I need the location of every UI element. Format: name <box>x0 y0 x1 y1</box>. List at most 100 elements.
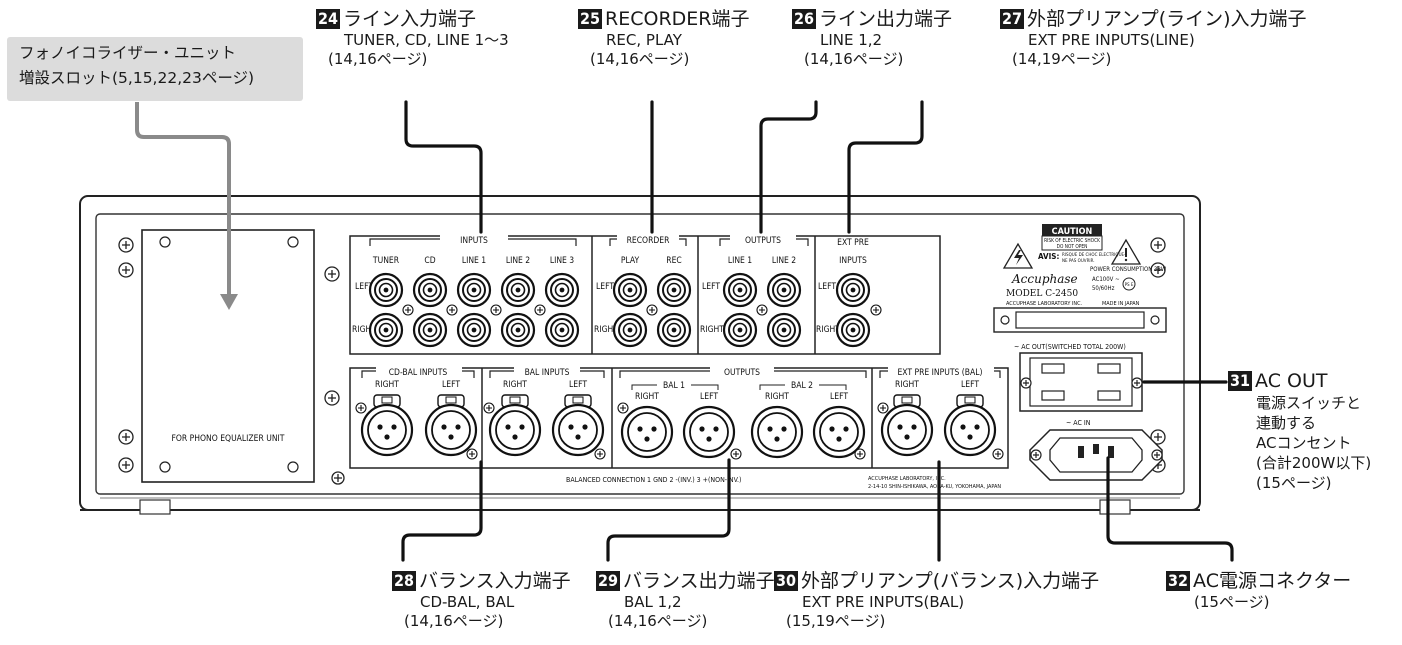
left-label: LEFT <box>702 282 720 292</box>
right-label: RIGHT <box>765 392 789 402</box>
leader-lines <box>401 100 1234 562</box>
callout-pages: (14,16ページ) <box>608 612 708 630</box>
screw-icon <box>854 448 866 460</box>
xlr-connector-icon[interactable] <box>812 405 866 459</box>
left-label: LEFT <box>569 380 587 390</box>
callout-title: バランス出力端子 <box>623 570 775 592</box>
left-label: LEFT <box>700 392 718 402</box>
screw-icon <box>870 304 882 316</box>
col-out2: LINE 2 <box>772 256 796 266</box>
rca-jack-icon[interactable] <box>612 312 648 348</box>
screw-icon <box>992 448 1004 460</box>
xlr-jacks <box>355 394 1004 460</box>
caution-line2: DO NOT OPEN <box>1057 244 1088 250</box>
xlr-connector-icon[interactable] <box>880 394 934 457</box>
rca-jack-icon[interactable] <box>412 272 448 308</box>
rca-jack-icon[interactable] <box>368 312 404 348</box>
callout-pages: (15ページ) <box>1256 474 1332 492</box>
right-label: RIGHT <box>594 325 618 335</box>
rca-jack-icon[interactable] <box>722 272 758 308</box>
screw-icon <box>646 304 658 316</box>
phono-slot-callout: フォノイコライザー・ユニット 増設スロット(5,15,22,23ページ) <box>7 37 303 101</box>
right-label: RIGHT <box>375 380 399 390</box>
callout-title: 外部プリアンプ(バランス)入力端子 <box>801 570 1100 592</box>
screw-icon <box>483 402 495 414</box>
screw-icon <box>402 304 414 316</box>
callout-number: 30 <box>774 571 799 591</box>
xlr-connector-icon[interactable] <box>424 394 478 457</box>
rca-jack-icon[interactable] <box>544 272 580 308</box>
model-label: MODEL C-2450 <box>1006 289 1078 299</box>
rca-jack-icon[interactable] <box>835 272 871 308</box>
rca-jack-icon[interactable] <box>456 272 492 308</box>
lightning-warning-icon <box>1002 242 1034 269</box>
xlr-connector-icon[interactable] <box>488 394 542 457</box>
screw-icon <box>324 390 340 406</box>
col-play: PLAY <box>621 256 640 266</box>
left-label: LEFT <box>596 282 614 292</box>
xlr-connector-icon[interactable] <box>943 394 997 457</box>
screw-icon <box>534 304 546 316</box>
arrow-down-icon <box>220 294 238 310</box>
rca-jack-icon[interactable] <box>544 312 580 348</box>
exclamation-warning-icon <box>1110 238 1142 265</box>
callout-title: ライン入力端子 <box>343 8 477 30</box>
rca-jack-icon[interactable] <box>766 272 802 308</box>
rca-jack-icon[interactable] <box>766 312 802 348</box>
screw-icon <box>594 448 606 460</box>
rca-panel: INPUTS RECORDER OUTPUTS EXT PRE INPUTS T… <box>349 234 941 355</box>
callout-number: 27 <box>1000 9 1025 29</box>
callout-number: 25 <box>578 9 603 29</box>
bal-inputs-label: BAL INPUTS <box>525 368 570 378</box>
rca-jack-icon[interactable] <box>835 312 871 348</box>
phono-slot-line2: 増設スロット(5,15,22,23ページ) <box>19 69 255 87</box>
caution-line1: RISK OF ELECTRIC SHOCK <box>1044 238 1100 244</box>
rca-jack-icon[interactable] <box>456 312 492 348</box>
xlr-connector-icon[interactable] <box>682 405 736 459</box>
screw-icon <box>730 448 742 460</box>
ac100-label: AC100V ~ <box>1092 276 1120 283</box>
phono-slot-arrow <box>135 102 238 310</box>
rca-jack-icon[interactable] <box>722 312 758 348</box>
rca-jack-icon[interactable] <box>656 312 692 348</box>
rca-jack-icon[interactable] <box>500 312 536 348</box>
rca-jack-icon[interactable] <box>368 272 404 308</box>
right-label: RIGHT <box>503 380 527 390</box>
xlr-connector-icon[interactable] <box>360 394 414 457</box>
rca-jack-icon[interactable] <box>656 272 692 308</box>
lab-made-label: ACCUPHASE LABORATORY INC. <box>1006 301 1083 307</box>
outputs-label: OUTPUTS <box>745 236 781 246</box>
left-label: LEFT <box>961 380 979 390</box>
xlr-connector-icon[interactable] <box>551 394 605 457</box>
callout-title: バランス入力端子 <box>419 570 571 592</box>
right-label: RIGHT <box>816 325 840 335</box>
leader-28 <box>401 460 483 562</box>
screw-icon <box>118 457 134 473</box>
xlr-connector-icon[interactable] <box>750 405 804 459</box>
ac-out-panel-label: ~ AC OUT(SWITCHED TOTAL 200W) <box>1014 343 1126 351</box>
leader-32 <box>1106 456 1234 562</box>
serial-slot <box>993 307 1167 333</box>
callout-number: 31 <box>1228 371 1253 391</box>
rca-jack-icon[interactable] <box>412 312 448 348</box>
callout-pages: (14,19ページ) <box>1012 50 1112 68</box>
col-cd: CD <box>424 256 435 266</box>
xlr-connector-icon[interactable] <box>620 405 674 459</box>
leader-26 <box>759 100 818 234</box>
rca-jack-icon[interactable] <box>612 272 648 308</box>
balanced-connection-label: BALANCED CONNECTION 1 GND 2 -(INV.) 3 +(… <box>566 476 741 484</box>
leader-27 <box>847 100 924 234</box>
rca-jack-icon[interactable] <box>500 272 536 308</box>
left-label: LEFT <box>818 282 836 292</box>
power-label: POWER CONSUMPTION 38W <box>1090 266 1167 273</box>
ac-in-inlet: ~ AC IN <box>1029 419 1163 481</box>
col-line3: LINE 3 <box>550 256 574 266</box>
right-label: RIGHT <box>635 392 659 402</box>
callout-line: ACコンセント <box>1256 434 1352 452</box>
callout-number: 32 <box>1166 571 1191 591</box>
col-line1: LINE 1 <box>462 256 486 266</box>
right-label: RIGHT <box>352 325 376 335</box>
